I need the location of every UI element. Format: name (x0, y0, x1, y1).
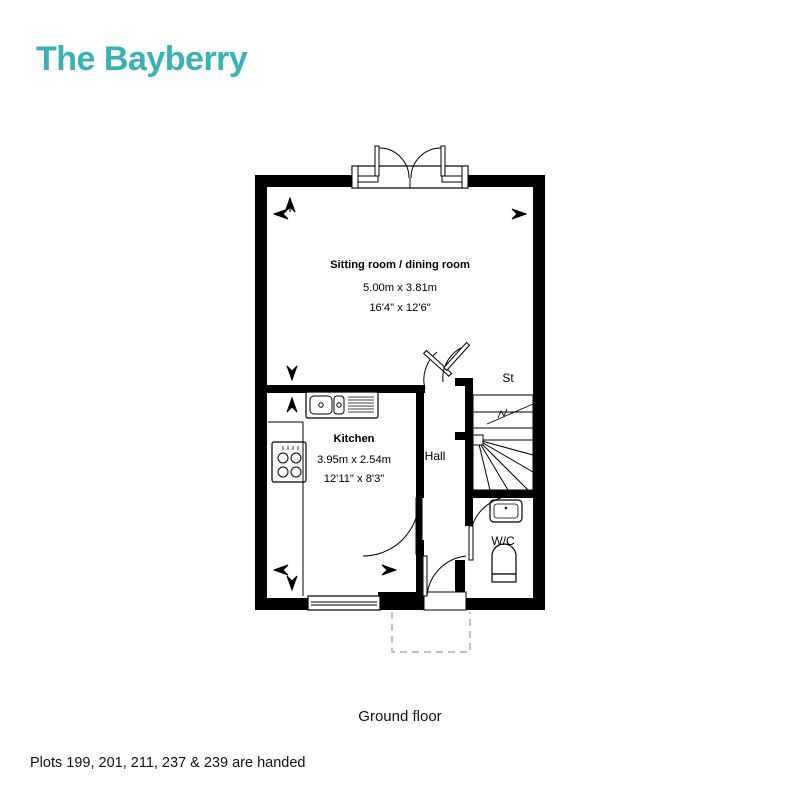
handed-plots-note: Plots 199, 201, 211, 237 & 239 are hande… (30, 755, 306, 771)
wc-door (468, 495, 516, 561)
toilet-icon (491, 543, 517, 583)
basin-icon (489, 499, 523, 523)
sink-icon (305, 391, 379, 419)
sitting-room-name: Sitting room / dining room (330, 259, 470, 271)
page-title: The Bayberry (36, 40, 248, 78)
hall-label: Hall (425, 449, 446, 463)
store-label: St (502, 371, 514, 385)
sitting-room-dim-metric: 5.00m x 3.81m (363, 282, 437, 294)
kitchen-dim-metric: 3.95m x 2.54m (317, 454, 391, 466)
front-door (422, 555, 467, 611)
room-label-kitchen: Kitchen 3.95m x 2.54m 12'11" x 8'3" (317, 433, 391, 485)
kitchen-units (268, 421, 304, 596)
french-doors (351, 145, 469, 189)
sitting-room-dim-imperial: 16'4" x 12'6" (369, 302, 430, 314)
wc-label: W/C (491, 534, 515, 548)
dimension-arrows (272, 196, 528, 592)
porch-canopy-outline (391, 612, 471, 653)
floor-caption: Ground floor (358, 708, 442, 725)
kitchen-dim-imperial: 12'11" x 8'3" (324, 473, 385, 485)
internal-walls (255, 378, 535, 610)
kitchen-door (362, 497, 423, 557)
store-door (442, 341, 471, 383)
staircase-icon (472, 394, 534, 491)
sitting-room-door (422, 349, 453, 390)
hob-icon (271, 441, 307, 483)
kitchen-name: Kitchen (333, 433, 374, 445)
kitchen-window (307, 595, 381, 611)
room-label-sitting-dining: Sitting room / dining room 5.00m x 3.81m… (330, 259, 470, 314)
